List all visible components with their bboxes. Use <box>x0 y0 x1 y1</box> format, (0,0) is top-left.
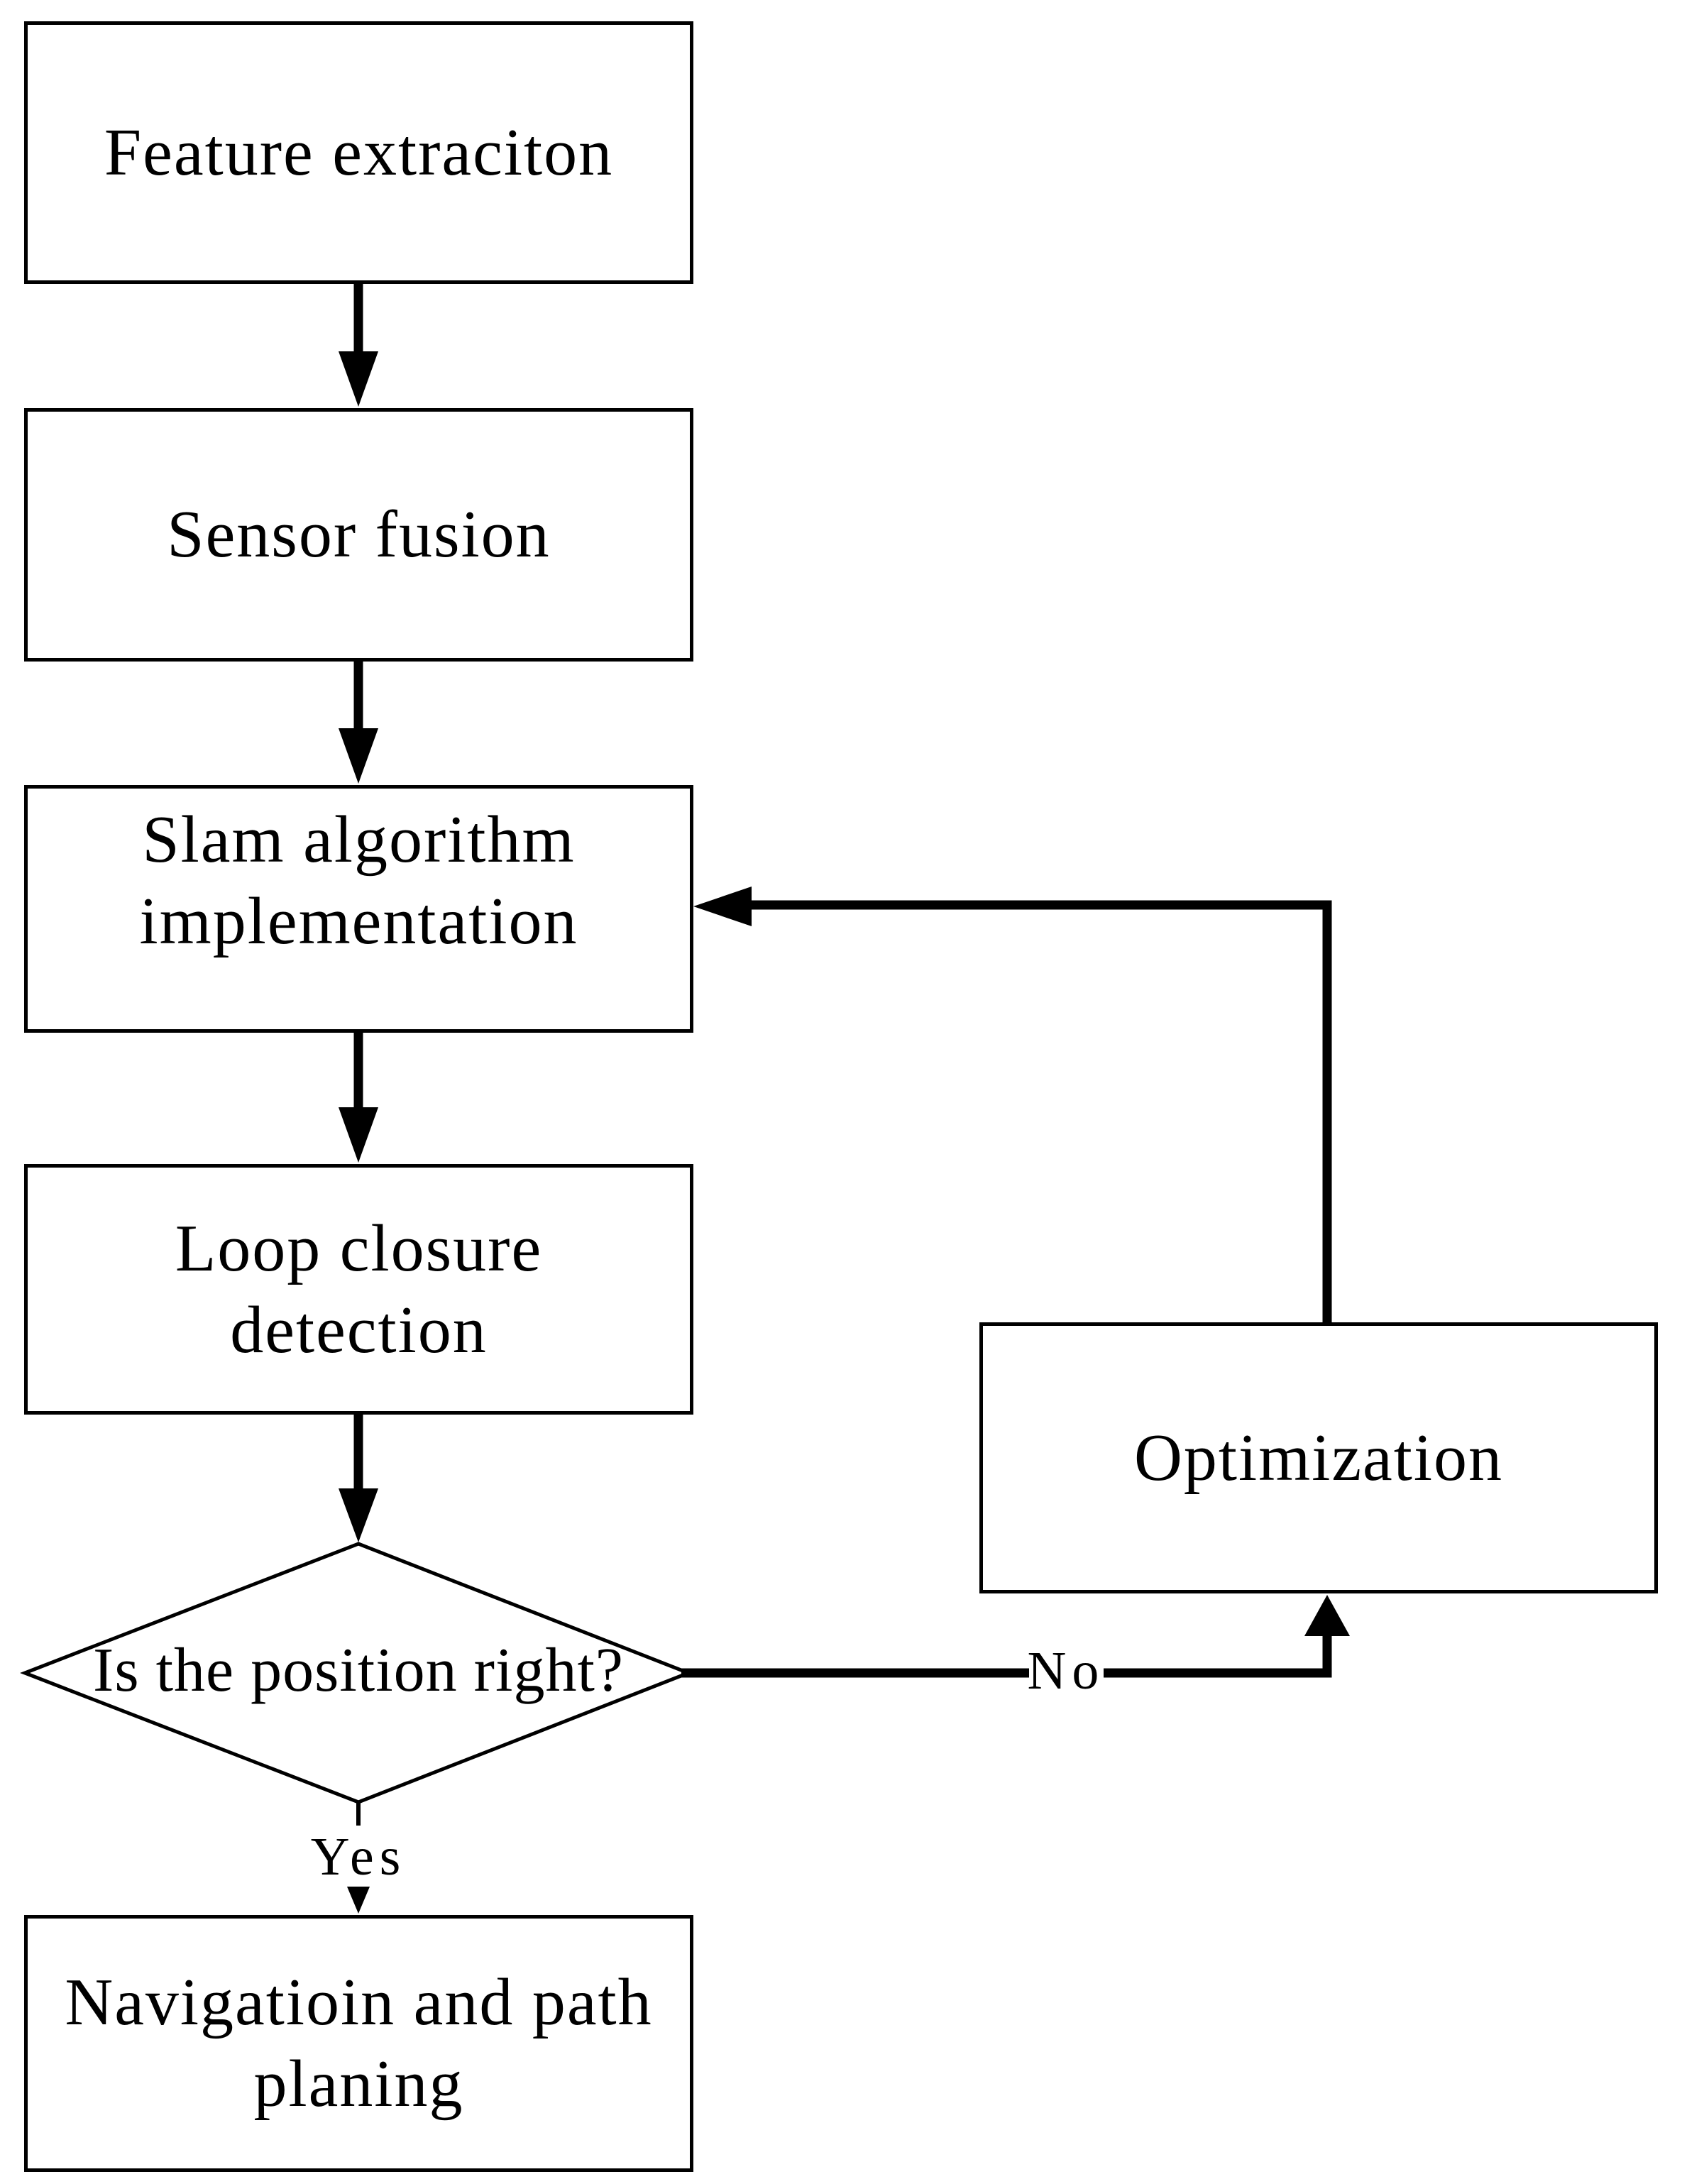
arrow-sensor-to-slam <box>339 660 378 784</box>
navigation-label-line1: Navigatioin and path <box>65 1965 653 2040</box>
arrow-loop-to-decision <box>339 1413 378 1542</box>
arrow-decision-yes-to-navigation <box>347 1801 370 1914</box>
navigation-label-line2: planing <box>253 2047 464 2121</box>
optimization-box: Optimization <box>979 1322 1658 1593</box>
sensor-fusion-label: Sensor fusion <box>167 498 551 572</box>
arrow-slam-to-loop <box>339 1031 378 1163</box>
navigation-path-planning-box: Navigatioin and path planing <box>24 1915 693 2172</box>
arrow-feature-to-sensor <box>339 282 378 407</box>
optimization-label: Optimization <box>1133 1420 1504 1495</box>
arrow-optimization-to-slam <box>693 887 1332 1322</box>
decision-question-label: Is the position right? <box>93 1636 624 1705</box>
slam-algorithm-label: Slam algorithm implementation <box>140 799 578 962</box>
slam-algorithm-box: Slam algorithm implementation <box>24 785 693 1033</box>
feature-extraction-box: Feature extraciton <box>24 21 693 284</box>
loop-closure-box: Loop closure detection <box>24 1164 693 1415</box>
feature-extraction-label: Feature extraciton <box>104 115 614 190</box>
arrow-decision-no-to-optimization <box>681 1595 1350 1678</box>
loop-closure-label-line2: detection <box>230 1293 488 1367</box>
no-edge-label: No <box>1027 1641 1105 1701</box>
yes-edge-label: Yes <box>310 1827 407 1887</box>
sensor-fusion-box: Sensor fusion <box>24 408 693 662</box>
loop-closure-label-line1: Loop closure <box>175 1211 543 1285</box>
slam-label-line1: Slam algorithm <box>142 802 576 877</box>
slam-label-line2: implementation <box>139 884 578 958</box>
